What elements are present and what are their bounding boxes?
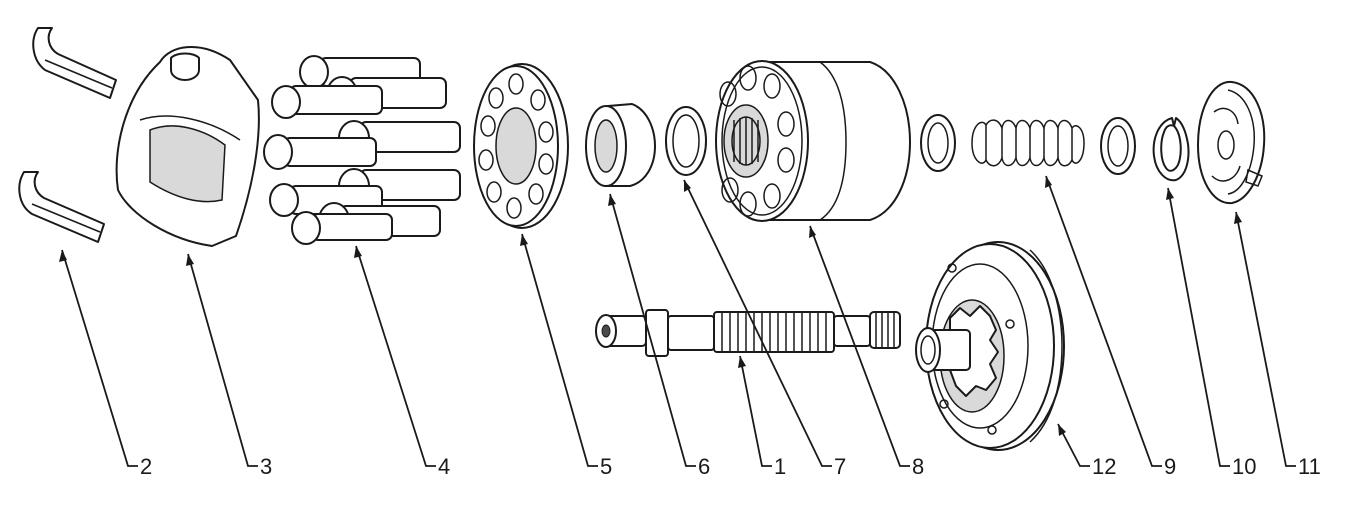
callout-11: 11 (1298, 454, 1321, 479)
leader-3 (187, 253, 258, 467)
callout-10: 10 (1232, 454, 1256, 479)
leader-2 (61, 249, 138, 467)
leader-7 (683, 179, 832, 467)
callout-1: 1 (774, 454, 786, 479)
part-2-bearing-shells (18, 27, 117, 243)
part-1-drive-shaft (595, 309, 901, 357)
callout-12: 12 (1092, 454, 1116, 479)
callout-5: 5 (600, 454, 612, 479)
leader-8 (809, 225, 910, 467)
leader-10 (1167, 187, 1230, 467)
leader-5 (521, 233, 598, 467)
part-7-ring (665, 106, 707, 176)
callout-6: 6 (698, 454, 710, 479)
part-5-retainer-plate (473, 63, 569, 229)
leader-6 (609, 193, 696, 467)
spacer-ring-left (920, 114, 956, 172)
callout-3: 3 (260, 454, 272, 479)
callout-8: 8 (912, 454, 924, 479)
callout-7: 7 (834, 454, 846, 479)
leader-lines (59, 175, 1296, 467)
leader-11 (1235, 211, 1296, 467)
callout-4: 4 (438, 454, 450, 479)
leader-9 (1045, 175, 1162, 467)
part-3-swash-plate (115, 46, 260, 247)
callout-9: 9 (1164, 454, 1176, 479)
spacer-ring-right (1100, 117, 1136, 175)
part-11-valve-plate (1197, 80, 1266, 205)
part-9-spring (971, 119, 1085, 167)
part-12-end-cover (915, 241, 1065, 451)
callout-labels: 2 3 4 5 6 1 7 8 12 9 10 11 (140, 454, 1321, 479)
part-6-bushing (585, 103, 656, 187)
part-10-snap-ring (1152, 117, 1190, 182)
leader-12 (1057, 423, 1090, 467)
callout-2: 2 (140, 454, 152, 479)
part-4-pistons (263, 55, 461, 245)
leader-4 (355, 245, 436, 467)
leader-1 (739, 355, 772, 467)
part-8-cylinder-block (715, 60, 911, 222)
